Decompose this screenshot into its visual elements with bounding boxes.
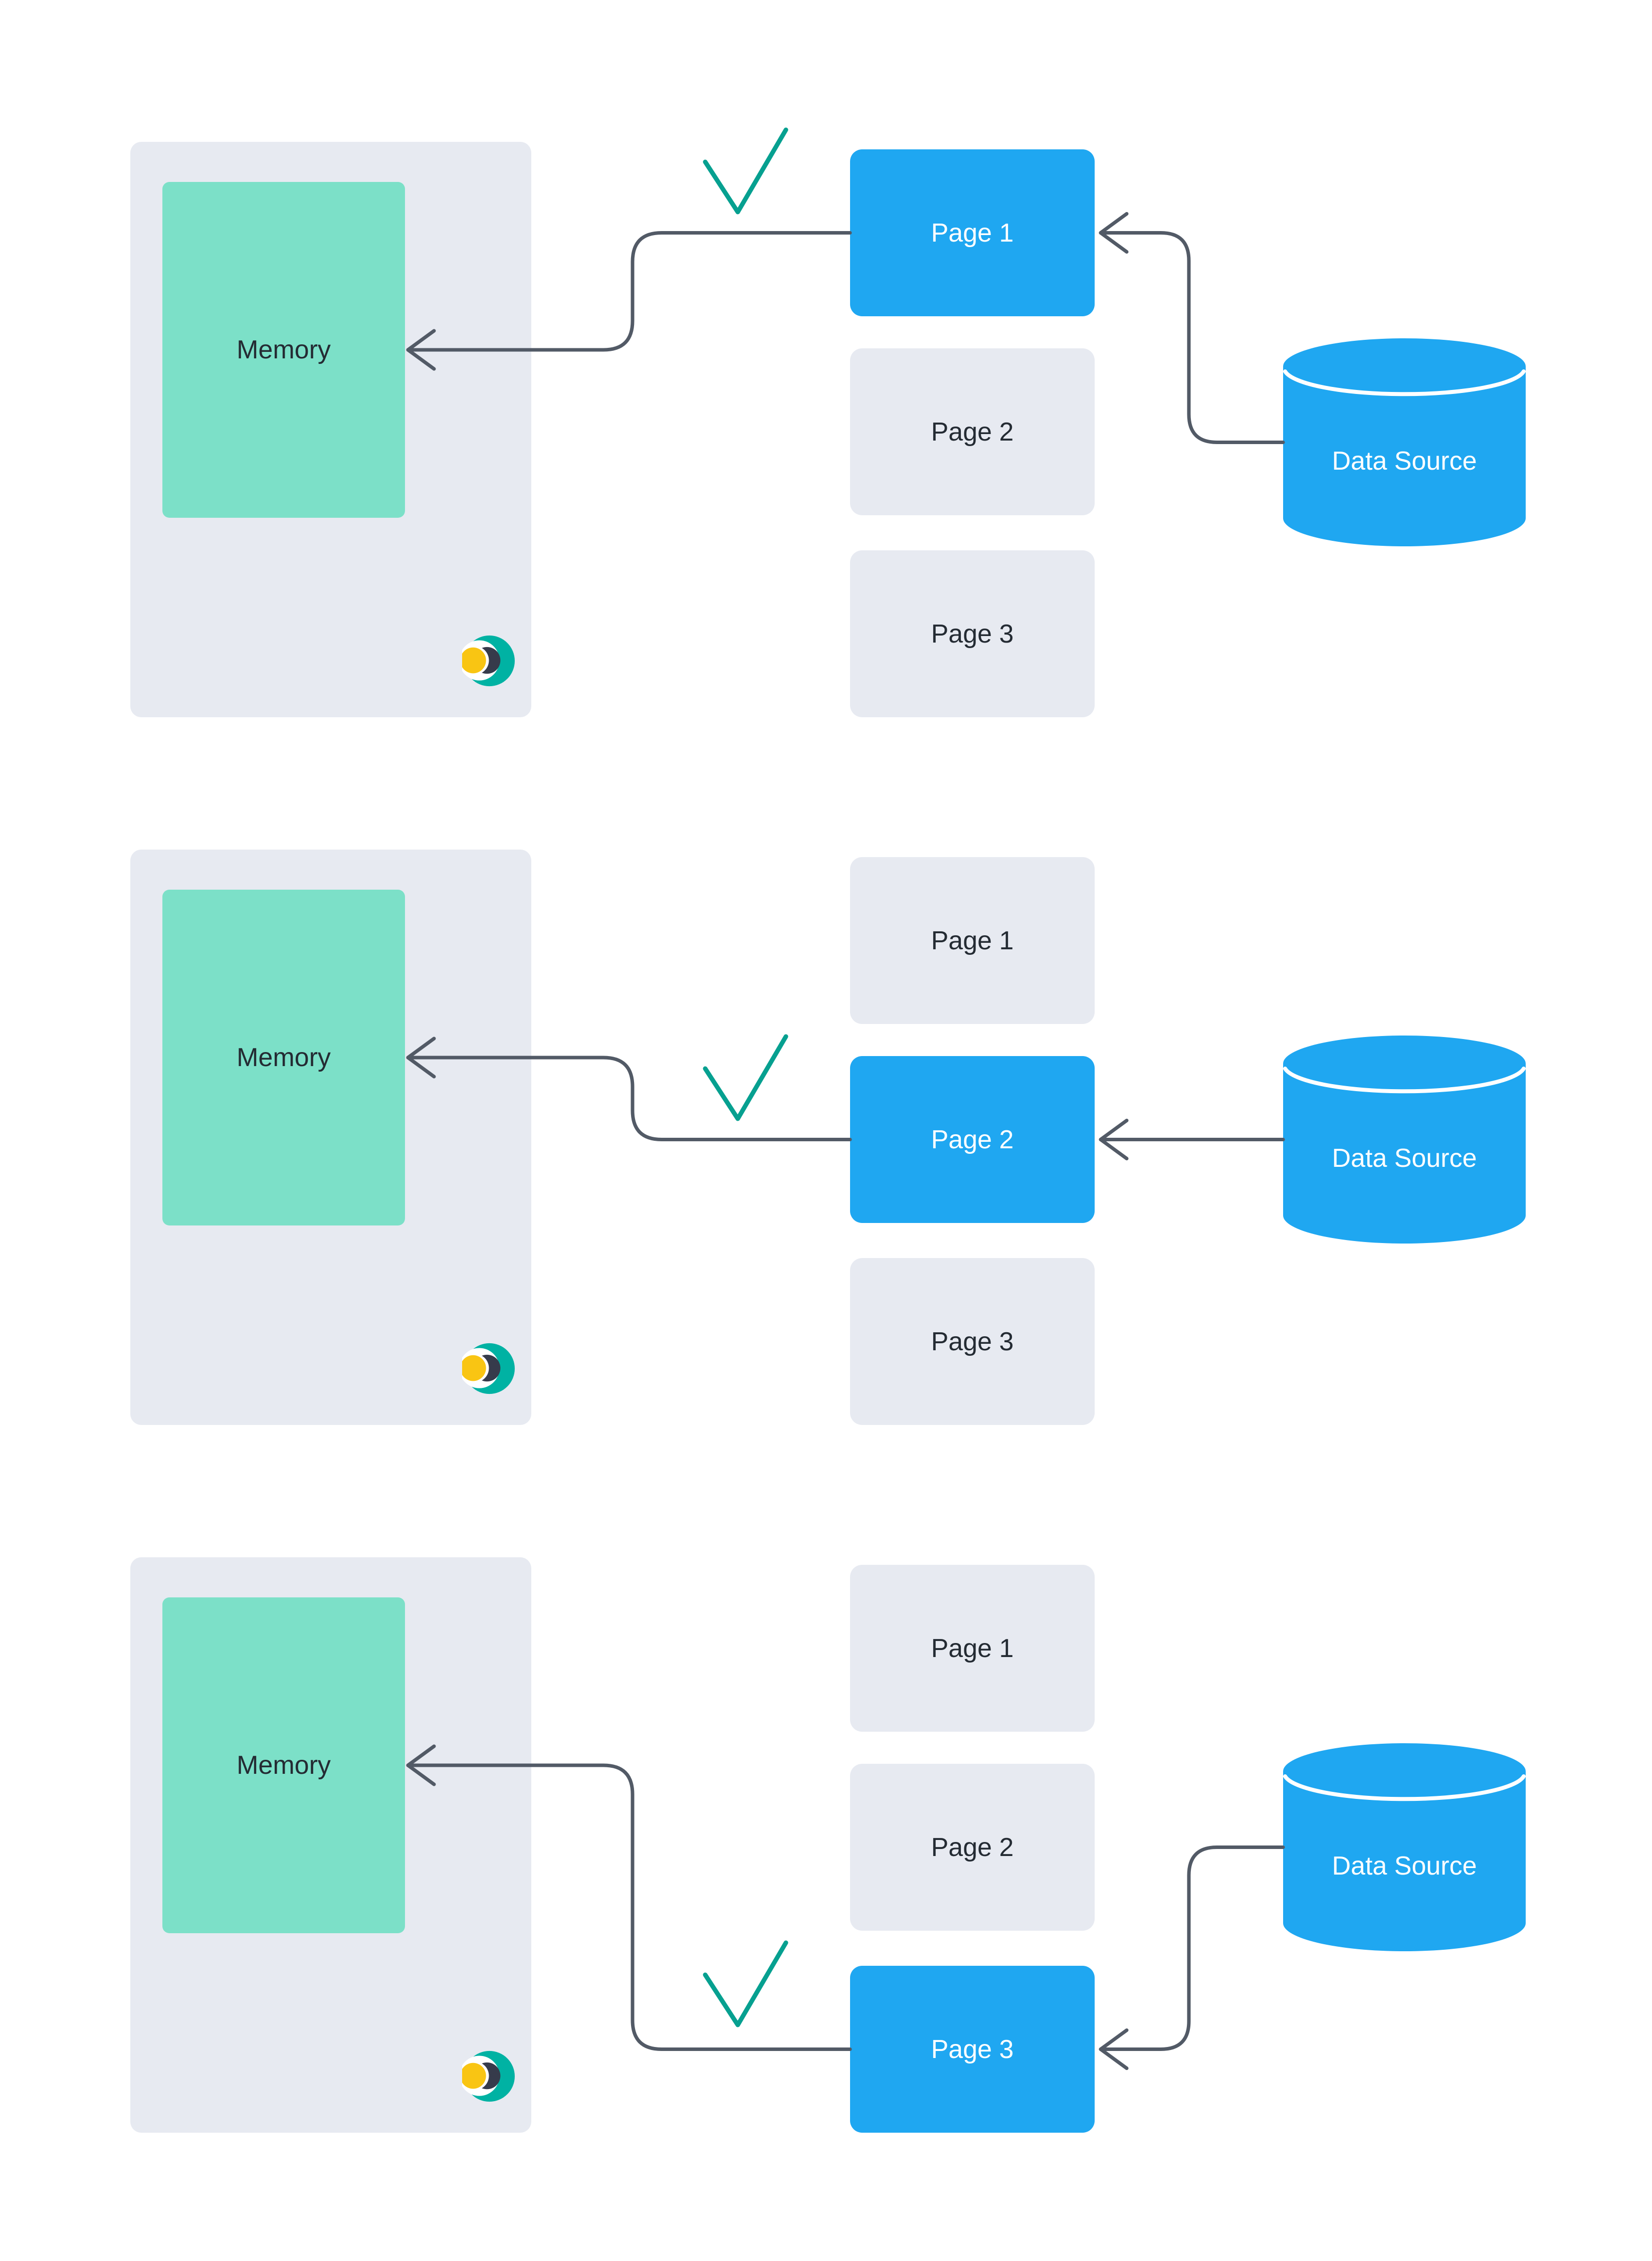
page-label: Page 1 — [931, 1633, 1014, 1663]
memory-label: Memory — [237, 1751, 331, 1780]
page-box: Page 2 — [850, 1764, 1095, 1931]
page-label: Page 2 — [931, 1125, 1014, 1154]
page-box: Page 1 — [850, 149, 1095, 316]
page-label: Page 3 — [931, 1327, 1014, 1356]
memory-label: Memory — [237, 1043, 331, 1072]
memory-box: Memory — [162, 182, 405, 518]
logo-icon — [462, 635, 515, 687]
arrow-datasource-to-page1 — [1099, 212, 1285, 444]
page-label: Page 3 — [931, 2034, 1014, 2064]
page-box: Page 2 — [850, 1056, 1095, 1223]
datasource-cylinder — [1283, 1743, 1526, 1951]
checkmark-icon — [703, 1034, 788, 1121]
logo-icon — [462, 1343, 515, 1394]
checkmark-icon — [703, 127, 788, 215]
page-label: Page 2 — [931, 417, 1014, 447]
page-label: Page 3 — [931, 619, 1014, 649]
arrowhead — [1099, 2028, 1129, 2070]
checkmark-icon — [703, 1940, 788, 2027]
logo-icon — [462, 2050, 515, 2102]
arrowhead — [1099, 212, 1129, 254]
page-box: Page 2 — [850, 348, 1095, 515]
page-box: Page 3 — [850, 1966, 1095, 2133]
page-label: Page 2 — [931, 1832, 1014, 1862]
page-box: Page 1 — [850, 1565, 1095, 1732]
datasource-label: Data Source — [1332, 1852, 1477, 1881]
arrow-datasource-to-page3 — [1099, 1845, 1285, 2070]
page-box: Page 1 — [850, 857, 1095, 1024]
datasource-label: Data Source — [1332, 1144, 1477, 1173]
arrowhead — [1099, 1119, 1129, 1160]
page-box: Page 3 — [850, 1258, 1095, 1425]
datasource-cylinder — [1283, 1036, 1526, 1244]
page-label: Page 1 — [931, 218, 1014, 248]
arrow-datasource-to-page2 — [1099, 1119, 1285, 1160]
page-label: Page 1 — [931, 926, 1014, 955]
page-box: Page 3 — [850, 550, 1095, 717]
datasource-label: Data Source — [1332, 447, 1477, 476]
memory-box: Memory — [162, 1597, 405, 1933]
memory-box: Memory — [162, 890, 405, 1225]
datasource-cylinder — [1283, 338, 1526, 546]
memory-label: Memory — [237, 335, 331, 364]
